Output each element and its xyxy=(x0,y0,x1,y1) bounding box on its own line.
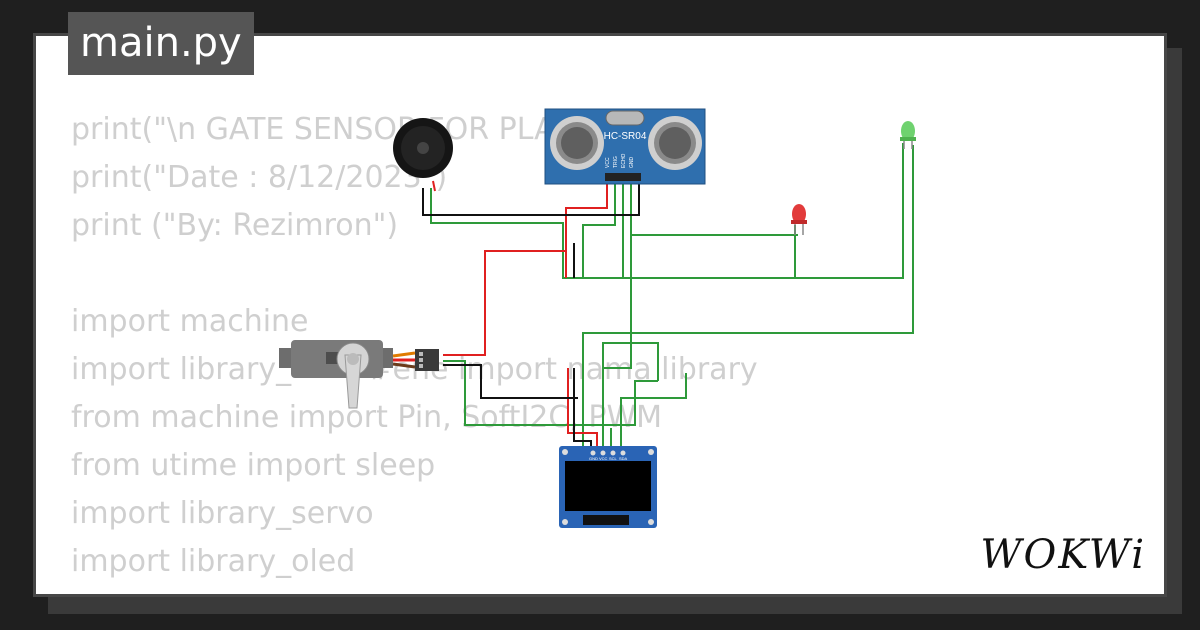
wires xyxy=(422,143,914,453)
wire xyxy=(620,373,687,453)
wire xyxy=(630,183,798,236)
green-led[interactable] xyxy=(900,121,916,149)
code-line: print ("By: Rezimron") xyxy=(71,208,399,243)
red-led[interactable] xyxy=(791,204,807,235)
wire xyxy=(570,225,796,279)
wire xyxy=(422,183,640,216)
wire xyxy=(430,183,616,279)
circuit-diagram: HC-SR04 VCC TRIG ECHO GND xyxy=(279,108,916,528)
pin-label: VCC xyxy=(605,157,611,168)
code-line: import library_oled xyxy=(71,544,356,579)
buzzer[interactable] xyxy=(393,118,453,178)
wire xyxy=(602,342,659,381)
wire xyxy=(443,360,658,426)
wire xyxy=(602,235,632,453)
pin-label: ECHO xyxy=(621,153,627,168)
wire xyxy=(567,368,598,453)
code-line: from machine import Pin, SoftI2C, PWM xyxy=(71,400,663,435)
oled-display[interactable]: GND VCC SCL SDA xyxy=(559,446,657,528)
servo-motor[interactable] xyxy=(279,340,439,409)
wire xyxy=(582,145,914,453)
sensor-label: HC-SR04 xyxy=(604,131,647,142)
pin-label: SDA xyxy=(619,456,628,461)
pin-label: GND xyxy=(629,157,635,169)
pin-label: TRIG xyxy=(613,156,619,168)
wire xyxy=(443,364,578,399)
code-line: from utime import sleep xyxy=(71,448,436,483)
pin-label: GND xyxy=(589,456,598,461)
pin-label: VCC xyxy=(599,456,608,461)
wire xyxy=(583,143,904,279)
wokwi-logo: WOKWi xyxy=(980,532,1146,578)
file-tab[interactable]: main.py xyxy=(68,12,254,75)
code-line: import library_servo xyxy=(71,496,374,531)
pin-label: SCL xyxy=(609,456,618,461)
code-line: import machine xyxy=(71,304,309,339)
ultrasonic-sensor[interactable]: HC-SR04 VCC TRIG ECHO GND xyxy=(544,108,706,185)
code-line-head: import library_ xyxy=(71,352,292,387)
wire xyxy=(432,180,436,192)
